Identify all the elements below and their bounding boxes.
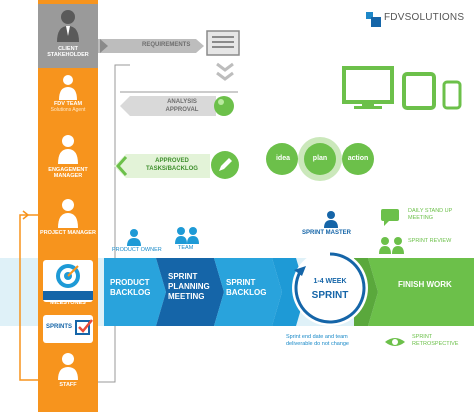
approved-label: APPROVED TASKS/BACKLOG bbox=[146, 158, 198, 172]
sprint-review-label: SPRINT REVIEW bbox=[408, 238, 452, 244]
project-manager-label: PROJECT MANAGER bbox=[40, 230, 96, 236]
sprint-duration-label: 1-4 WEEK bbox=[313, 278, 347, 285]
approved-arrow bbox=[114, 154, 210, 178]
sprint-cycle-icon bbox=[292, 250, 368, 326]
fdv-team-icon bbox=[59, 75, 77, 100]
fdv-team-sub: Solutions Agent bbox=[50, 107, 86, 113]
sprint-backlog-label: SPRINT BACKLOG bbox=[226, 278, 267, 297]
staff-icon bbox=[58, 353, 78, 380]
sprint-note: Sprint end date and team deliverable do … bbox=[286, 334, 349, 347]
sprint-master-icon bbox=[324, 211, 338, 228]
product-owner-icon bbox=[127, 229, 141, 246]
review-team-icon bbox=[379, 237, 404, 254]
engagement-manager-icon bbox=[58, 135, 78, 164]
idea-label: idea bbox=[275, 155, 290, 162]
fdv-logo-icon bbox=[366, 12, 381, 27]
team-label: TEAM bbox=[178, 245, 194, 251]
sprint-master-label: SPRINT MASTER bbox=[302, 230, 352, 236]
analysis-label: ANALYSIS APPROVAL bbox=[165, 99, 199, 113]
product-owner-label: PRODUCT OWNER bbox=[112, 247, 162, 253]
down-chevrons-icon bbox=[216, 62, 234, 81]
staff-label: STAFF bbox=[59, 382, 77, 388]
finish-work-label: FINISH WORK bbox=[398, 280, 452, 289]
sprint-label: SPRINT bbox=[311, 290, 349, 301]
document-icon bbox=[206, 30, 240, 56]
eye-icon bbox=[385, 338, 405, 346]
sprint-retrospective-label: SPRINT RETROSPECTIVE bbox=[412, 334, 459, 347]
engagement-manager-label: ENGAGEMENT MANAGER bbox=[48, 167, 88, 179]
plan-label: plan bbox=[312, 155, 328, 162]
requirements-label: REQUIREMENTS bbox=[142, 42, 191, 48]
sprints-label: SPRINTS bbox=[46, 324, 73, 330]
approval-button-icon bbox=[214, 96, 234, 116]
devices-icon bbox=[342, 66, 462, 110]
checkbox-icon bbox=[75, 319, 93, 335]
requirements-arrow bbox=[98, 39, 204, 53]
client-stakeholder-label: CLIENT STAKEHOLDER bbox=[47, 46, 89, 58]
client-person-icon bbox=[57, 10, 79, 42]
cycle-graphic bbox=[266, 137, 374, 181]
analysis-arrow bbox=[120, 96, 216, 116]
fdv-team-label: FDV TEAM bbox=[53, 101, 83, 107]
milestones-label: MILESTONES bbox=[50, 300, 86, 306]
target-icon bbox=[56, 264, 80, 288]
brand-name: FDVSOLUTIONS bbox=[384, 12, 465, 23]
sprint-planning-label: SPRINT PLANNING MEETING bbox=[168, 272, 210, 301]
daily-standup-label: DAILY STAND UP MEETING bbox=[408, 208, 453, 221]
team-icon bbox=[175, 227, 199, 244]
pencil-icon bbox=[211, 151, 239, 179]
chat-bubble-icon bbox=[381, 209, 399, 226]
project-manager-icon bbox=[58, 199, 78, 228]
action-label: action bbox=[347, 155, 369, 162]
product-backlog-label: PRODUCT BACKLOG bbox=[110, 278, 151, 297]
